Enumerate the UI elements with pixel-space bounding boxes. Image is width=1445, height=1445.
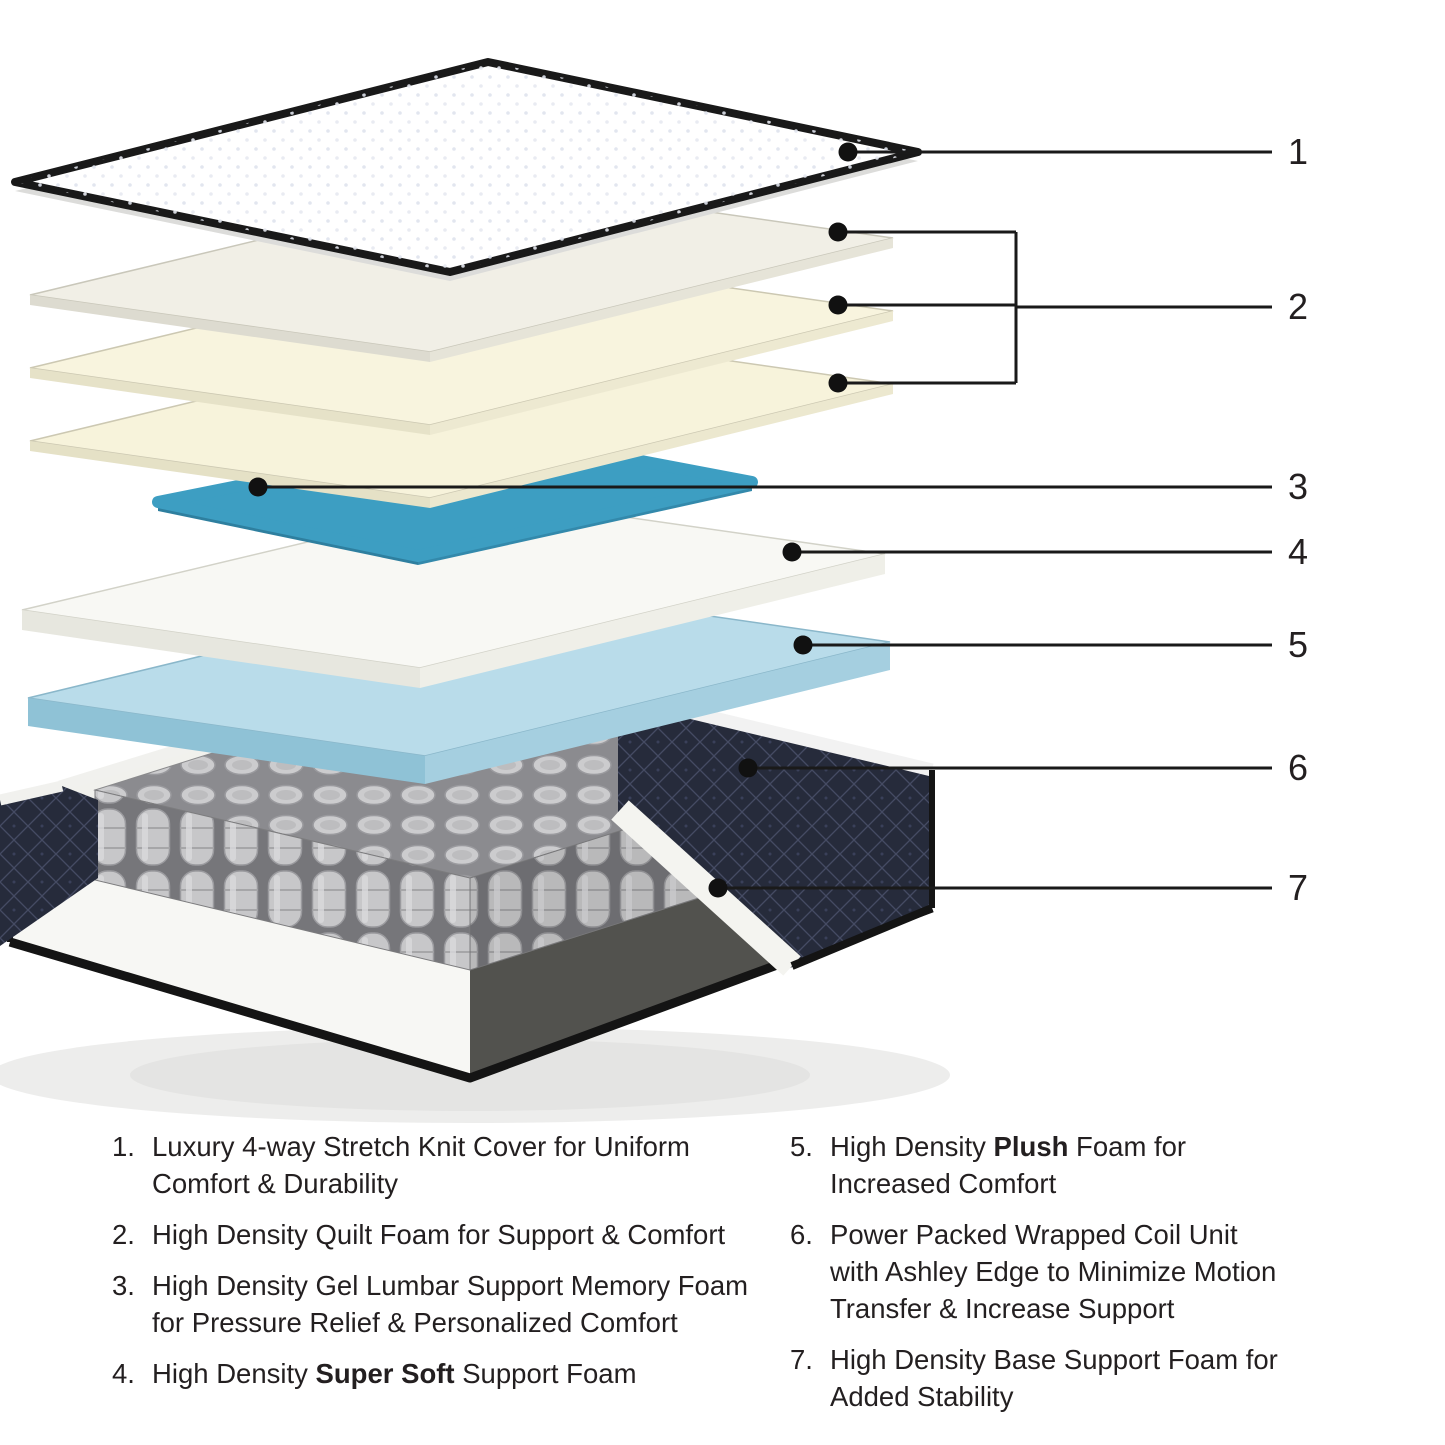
callout-numbers: 1 2 3 4 5 6 7 (1288, 131, 1308, 908)
legend-item-text: High Density Base Support Foam for Added… (830, 1344, 1278, 1412)
legend-item-text: High Density Quilt Foam for Support & Co… (152, 1219, 726, 1250)
legend-item: 2. High Density Quilt Foam for Support & … (112, 1216, 752, 1253)
callout-number-2: 2 (1288, 286, 1308, 327)
legend-item-number: 2. (112, 1219, 135, 1250)
quilt-foam-layers (29, 181, 894, 508)
legend-item-number: 7. (790, 1344, 813, 1375)
legend-item-text: Luxury 4-way Stretch Knit Cover for Unif… (152, 1131, 690, 1199)
legend-column-left: 1. Luxury 4-way Stretch Knit Cover for Un… (112, 1128, 752, 1406)
callout-number-4: 4 (1288, 531, 1308, 572)
edge-fabric-left-wedge (0, 780, 98, 946)
legend-item: 6. Power Packed Wrapped Coil Unit with As… (790, 1216, 1282, 1327)
callout-number-3: 3 (1288, 466, 1308, 507)
legend-item-number: 1. (112, 1131, 135, 1162)
legend-item: 1. Luxury 4-way Stretch Knit Cover for Un… (112, 1128, 752, 1202)
legend-item-number: 4. (112, 1358, 135, 1389)
legend-item-text: High Density Plush Foam for Increased Co… (830, 1131, 1187, 1199)
callout-number-5: 5 (1288, 624, 1308, 665)
legend-item: 3. High Density Gel Lumbar Support Memory… (112, 1267, 752, 1341)
legend-item: 5. High Density Plush Foam for Increased … (790, 1128, 1282, 1202)
legend-column-right: 5. High Density Plush Foam for Increased … (790, 1128, 1282, 1429)
legend-item-number: 5. (790, 1131, 813, 1162)
support-foam-layer (21, 497, 886, 688)
legend-item-text: High Density Gel Lumbar Support Memory F… (152, 1270, 749, 1338)
callout-number-7: 7 (1288, 867, 1308, 908)
legend-item: 7. High Density Base Support Foam for Add… (790, 1341, 1282, 1415)
legend-item-number: 6. (790, 1219, 813, 1250)
callout-number-6: 6 (1288, 747, 1308, 788)
legend-item: 4. High Density Super Soft Support Foam (112, 1355, 752, 1392)
cover-layer (11, 58, 922, 281)
legend-item-text: Power Packed Wrapped Coil Unit with Ashl… (830, 1219, 1277, 1324)
coil-unit-and-base (0, 654, 935, 1083)
legend-item-number: 3. (112, 1270, 135, 1301)
edge-fabric-right-panel (611, 688, 935, 976)
callout-lines (248, 142, 1272, 898)
callout-number-1: 1 (1288, 131, 1308, 172)
legend-item-text: High Density Super Soft Support Foam (152, 1358, 637, 1389)
